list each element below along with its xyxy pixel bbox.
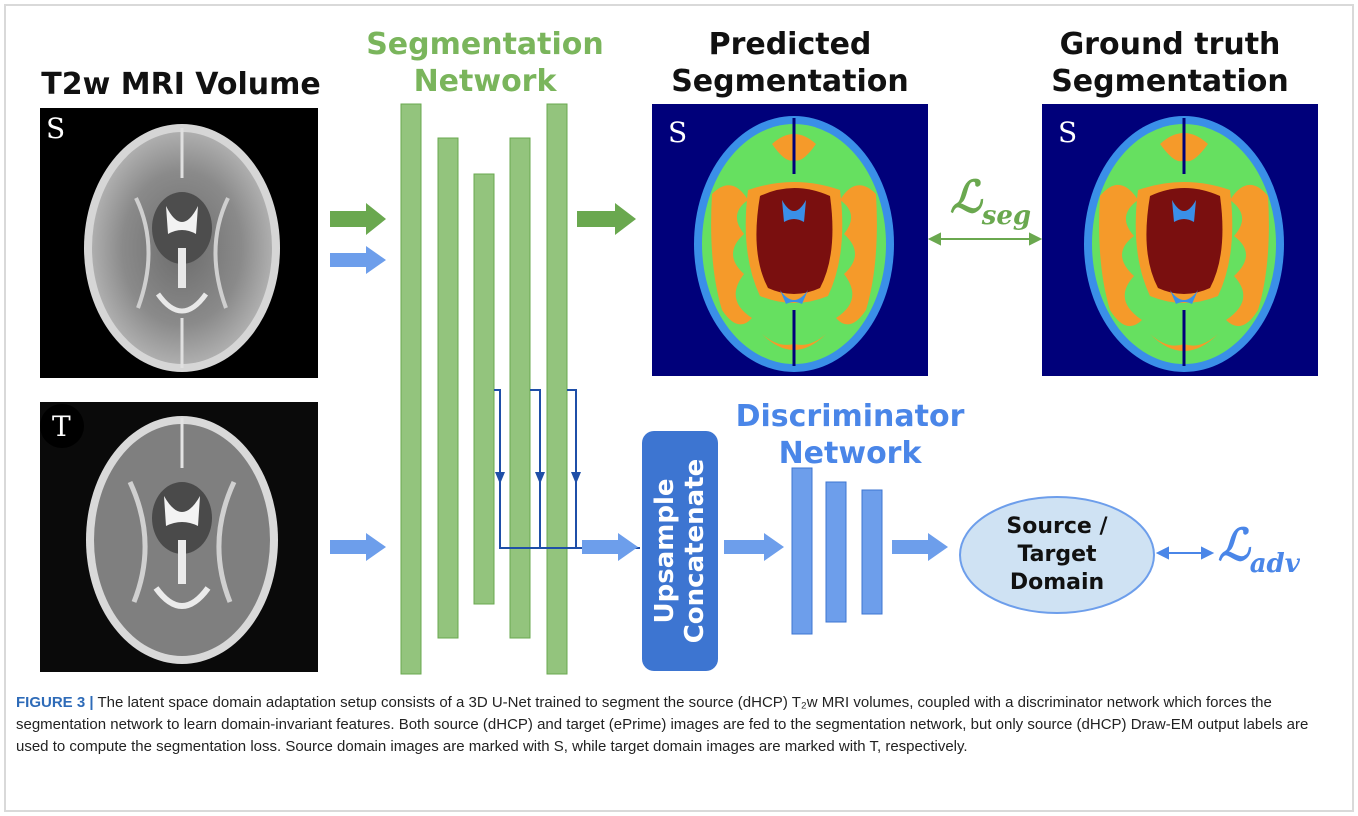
predicted-tag-box xyxy=(656,110,700,154)
source-tag-s: S xyxy=(46,114,65,144)
target-mri-image xyxy=(40,402,318,672)
domain-ellipse-line1: Source / xyxy=(1006,514,1108,539)
t2w-title-text: T2w MRI Volume xyxy=(41,67,321,102)
domain-ellipse-label: Source / Target Domain xyxy=(962,499,1152,611)
seg-loss-symbol: ℒ xyxy=(950,172,982,223)
upsample-concatenate-label: Upsample Concatenate xyxy=(650,459,710,644)
ground-truth-tag-s: S xyxy=(1058,118,1077,148)
ground-truth-segmentation-image xyxy=(1042,104,1318,376)
predicted-title-line1: Predicted xyxy=(708,27,872,62)
discriminator-title-line1: Discriminator xyxy=(735,399,965,434)
predicted-tag-text: S xyxy=(668,116,688,149)
upsample-concatenate-block: Upsample Concatenate xyxy=(642,431,718,671)
target-tag-t: T xyxy=(52,412,71,442)
ground-truth-title-line1: Ground truth xyxy=(1059,27,1281,62)
source-mri-image xyxy=(40,108,318,378)
discriminator-title-line2: Network xyxy=(778,436,922,471)
seg-network-title-line1: Segmentation xyxy=(366,27,604,62)
seg-network-title: Segmentation Network xyxy=(340,26,630,100)
predicted-title-line2: Segmentation xyxy=(671,64,909,99)
ground-truth-title: Ground truth Segmentation xyxy=(1030,26,1310,100)
ground-truth-title-line2: Segmentation xyxy=(1051,64,1289,99)
predicted-tag-s: S xyxy=(668,118,687,148)
seg-loss-subscript: seg xyxy=(981,201,1032,231)
seg-network-title-line2: Network xyxy=(413,64,557,99)
caption-label: FIGURE 3 | xyxy=(16,694,94,711)
ground-truth-tag-text: S xyxy=(1058,116,1078,149)
figure-caption: FIGURE 3 | The latent space domain adapt… xyxy=(16,692,1334,758)
target-tag-circle xyxy=(40,404,84,448)
domain-ellipse-line3: Domain xyxy=(1009,570,1105,595)
adv-loss-symbol: ℒ xyxy=(1218,520,1250,571)
target-tag-text: T xyxy=(52,410,71,443)
domain-ellipse-line2: Target xyxy=(1017,542,1097,567)
ground-truth-tag-box xyxy=(1046,110,1090,154)
discriminator-title: Discriminator Network xyxy=(730,398,970,472)
predicted-title: Predicted Segmentation xyxy=(650,26,930,100)
segmentation-loss: ℒseg xyxy=(950,172,1031,231)
t2w-title: T2w MRI Volume xyxy=(36,66,326,103)
source-tag-text: S xyxy=(46,112,66,145)
caption-text: The latent space domain adaptation setup… xyxy=(16,694,1309,755)
adversarial-loss: ℒadv xyxy=(1218,520,1300,579)
concatenate-label: Concatenate xyxy=(680,458,710,644)
adv-loss-subscript: adv xyxy=(1249,549,1300,579)
upsample-label: Upsample xyxy=(650,478,680,624)
